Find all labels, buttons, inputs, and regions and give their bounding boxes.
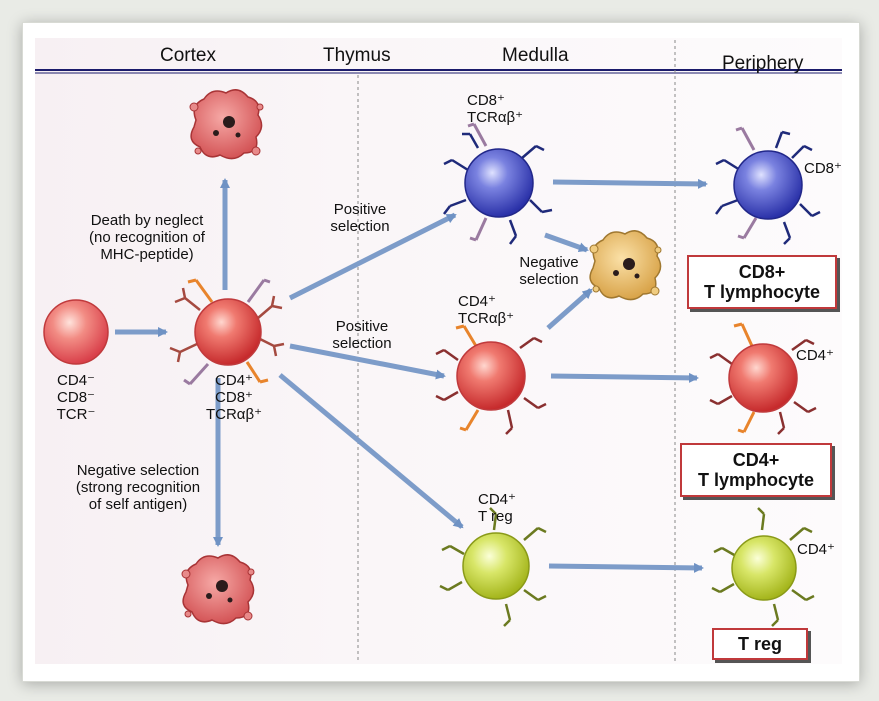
label-treg-periphery: CD4⁺	[797, 541, 835, 558]
label-cd8-periphery: CD8⁺	[804, 160, 842, 177]
label-line: MHC-peptide)	[100, 246, 194, 263]
apoptotic-cell-negative-selection	[181, 554, 255, 625]
label-line: Positive	[333, 201, 387, 218]
box-line: T lymphocyte	[703, 282, 821, 302]
label-line: TCRαβ⁺	[458, 310, 515, 327]
cd4-single-positive-medulla	[435, 324, 547, 435]
label-line: TCRαβ⁺	[467, 109, 524, 126]
cd8-single-positive-medulla	[443, 122, 553, 245]
figure-panel	[35, 38, 842, 664]
box-line: T lymphocyte	[697, 470, 815, 490]
label-line: Death by neglect	[90, 212, 204, 229]
double-negative-thymocyte	[43, 299, 109, 365]
treg-periphery	[711, 507, 815, 627]
label-line: Negative	[519, 254, 579, 271]
label-line: T reg	[478, 508, 513, 525]
label-line: CD4⁻	[57, 372, 95, 389]
label-line: Negative selection	[76, 462, 200, 479]
label-line: CD4⁺	[215, 372, 253, 389]
header-periphery: Periphery	[722, 53, 804, 74]
label-line: of self antigen)	[88, 496, 188, 513]
cd8-t-lymphocyte-periphery	[715, 126, 821, 245]
label-line: CD4⁺	[478, 491, 516, 508]
label-positive-selection-cd8: Positive selection	[320, 201, 400, 235]
arrow-cd4-to-periphery	[550, 372, 699, 383]
box-line: CD4+	[732, 450, 780, 470]
label-cd4-medulla: CD4⁺ TCRαβ⁺	[458, 293, 514, 327]
arrow-to-treg	[278, 373, 464, 529]
label-line: CD4⁺	[458, 293, 496, 310]
label-line: CD8⁺	[215, 389, 253, 406]
header-medulla: Medulla	[502, 45, 569, 66]
label-double-negative: CD4⁻ CD8⁻ TCR⁻	[54, 372, 98, 423]
arrow-cd8-to-periphery	[552, 178, 708, 189]
box-treg: T reg	[712, 628, 808, 660]
label-treg-medulla: CD4⁺ T reg	[478, 491, 516, 525]
label-death-by-neglect: Death by neglect (no recognition of MHC-…	[72, 212, 222, 263]
box-cd4-t-lymphocyte: CD4+ T lymphocyte	[680, 443, 832, 497]
label-line: selection	[330, 218, 390, 235]
header-cortex: Cortex	[160, 45, 216, 66]
label-negative-selection-cortex: Negative selection (strong recognition o…	[58, 462, 218, 513]
label-line: TCRαβ⁺	[205, 406, 263, 423]
box-cd8-t-lymphocyte: CD8+ T lymphocyte	[687, 255, 837, 309]
label-cd4-periphery: CD4⁺	[796, 347, 834, 364]
label-negative-selection-medulla: Negative selection	[506, 254, 592, 288]
arrow-positive-selection-cd4	[289, 343, 446, 380]
label-line: (no recognition of	[89, 229, 205, 246]
label-line: CD8⁻	[57, 389, 95, 406]
label-line: selection	[332, 335, 392, 352]
arrow-cd4-negative-selection	[546, 288, 593, 330]
box-line: CD8+	[738, 262, 786, 282]
label-line: Positive	[335, 318, 389, 335]
arrow-positive-selection-cd8	[288, 212, 457, 301]
apoptotic-cell-medulla	[589, 230, 662, 301]
apoptotic-cell-neglect	[189, 89, 264, 160]
arrow-treg-to-periphery	[548, 562, 704, 573]
label-line: selection	[519, 271, 579, 288]
cd4-t-lymphocyte-periphery	[709, 322, 817, 435]
treg-medulla	[439, 507, 547, 627]
arrows	[115, 178, 708, 573]
label-line: CD8⁺	[467, 92, 505, 109]
header-thymus: Thymus	[323, 45, 391, 66]
label-cd8-medulla: CD8⁺ TCRαβ⁺	[467, 92, 523, 126]
label-line: TCR⁻	[56, 406, 96, 423]
double-positive-thymocyte	[169, 278, 285, 386]
label-positive-selection-cd4: Positive selection	[322, 318, 402, 352]
label-double-positive: CD4⁺ CD8⁺ TCRαβ⁺	[198, 372, 270, 423]
label-line: (strong recognition	[75, 479, 201, 496]
arrow-cd8-negative-selection	[544, 232, 589, 253]
box-line: T reg	[737, 634, 782, 654]
